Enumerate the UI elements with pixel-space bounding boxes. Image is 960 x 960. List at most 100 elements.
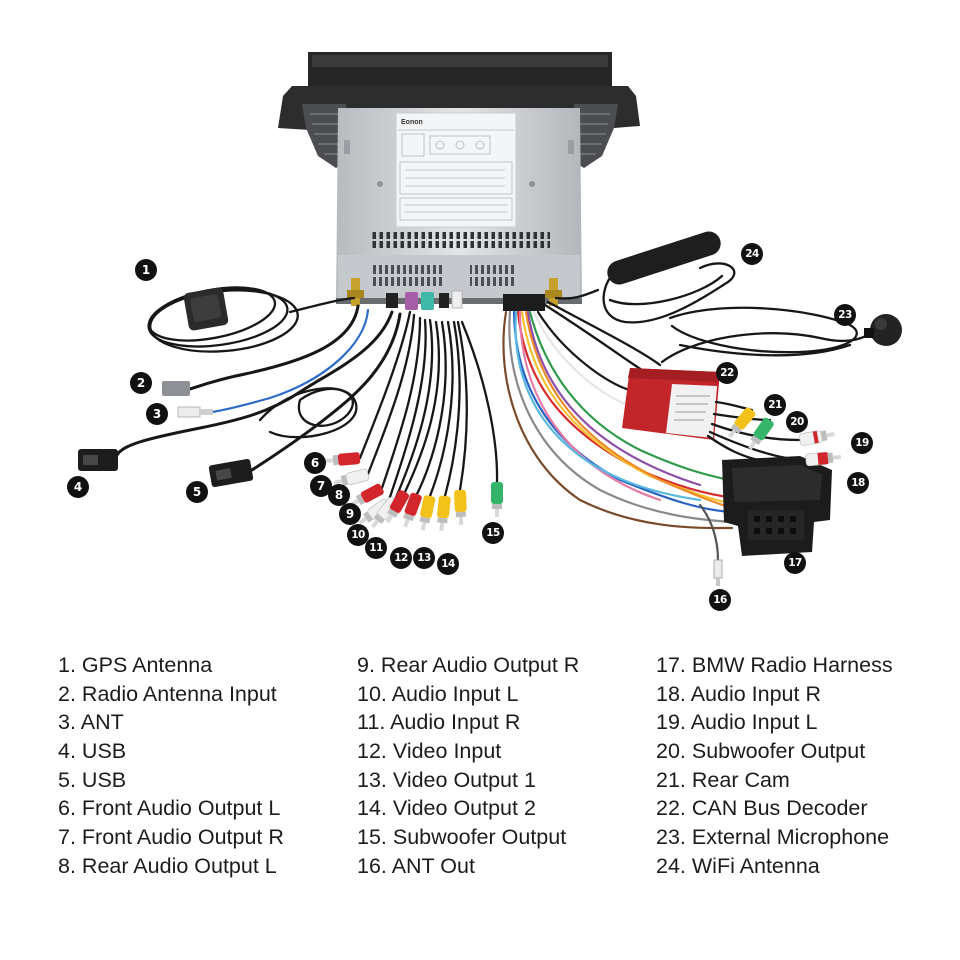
microphone-head [870,314,902,346]
screw [529,181,535,187]
can-bus-decoder [622,368,720,440]
rca-plugs [324,452,503,532]
callout-number: 1 [142,263,150,277]
legend-number: 17. [656,653,686,677]
legend-item: 23. External Microphone [656,823,893,852]
callout-23: 23 [834,304,856,326]
gps-puck-top [190,294,222,322]
right-mounting-bracket [574,104,618,168]
callout-15: 15 [482,522,504,544]
callout-11: 11 [365,537,387,559]
legend-label: WiFi Antenna [691,853,820,878]
panel-vents-left [370,264,444,288]
callout-number: 6 [311,456,319,470]
rca-cables [358,310,499,505]
callout-21: 21 [764,394,786,416]
vent-slots [372,232,550,248]
callout-22: 22 [716,362,738,384]
rca-plug-red [805,451,842,467]
teal-fakra-connector [421,292,434,310]
rca-plug-red [324,452,361,466]
callout-number: 14 [441,558,455,570]
callout-5: 5 [186,481,208,503]
legend-column-2: 9. Rear Audio Output R 10. Audio Input L… [357,651,579,881]
legend-label: USB [81,739,127,764]
rca-plug-yellow [437,495,451,532]
legend-label: Subwoofer Output [392,825,567,850]
legend-label: Radio Antenna Input [81,681,277,706]
legend-number: 19. [656,710,686,735]
legend-label: GPS Antenna [81,653,213,677]
legend-item: 20. Subwoofer Output [656,737,893,766]
callout-number: 18 [851,477,865,489]
usb-cable-5 [208,312,402,488]
callout-17: 17 [784,552,806,574]
radio-antenna-connector [162,381,190,396]
legend-label: Rear Audio Output L [81,853,277,878]
callout-number: 13 [417,552,431,564]
legend-item: 17. BMW Radio Harness [656,651,893,680]
legend-label: Audio Input R [690,681,821,706]
callout-1: 1 [135,259,157,281]
legend-item: 24. WiFi Antenna [656,852,893,881]
radio-harness-wires [502,303,740,562]
cable-loop [258,387,358,439]
callout-18: 18 [847,472,869,494]
legend-number: 12. [357,739,387,764]
rca-plug-green [748,417,774,450]
legend-label: Video Input [392,739,502,764]
callout-number: 17 [788,557,802,569]
legend-number: 22. [656,796,686,821]
callout-number: 23 [838,309,852,321]
callout-10: 10 [347,524,369,546]
legend-item: 1. GPS Antenna [58,651,284,680]
callout-8: 8 [328,484,350,506]
callout-number: 7 [317,479,325,493]
chassis-slot-left [344,140,350,154]
legend-label: Rear Cam [691,767,790,792]
white-connector [451,290,463,309]
head-unit-wiring-photo: Eonon [67,52,902,611]
legend-number: 15. [357,825,387,850]
rca-plug-white [333,468,370,486]
callout-number: 2 [137,376,145,390]
gold-antenna-connector-right [545,278,562,306]
connector-pins [754,516,796,534]
gps-antenna [147,286,356,353]
legend-number: 23. [656,825,686,850]
legend-number: 11. [357,710,386,735]
callouts: 1 2 3 4 5 6 7 8 9 10 11 12 13 14 15 16 1… [67,243,873,611]
legend-item: 13. Video Output 1 [357,766,579,795]
legend-label: External Microphone [691,825,890,850]
bmw-radio-harness-connector [722,456,832,556]
callout-2: 2 [130,372,152,394]
legend-column-1: 1. GPS Antenna 2. Radio Antenna Input 3.… [58,651,284,881]
usb-cable-4 [78,310,394,471]
callout-number: 11 [369,542,383,554]
rca-plug-yellow [419,495,436,531]
faceplate-highlight [312,55,608,67]
microphone-clip [864,328,874,338]
legend-item: 9. Rear Audio Output R [357,651,579,680]
legend-label: USB [81,767,127,792]
legend-item: 6. Front Audio Output L [58,794,284,823]
wifi-antenna-body [607,231,721,285]
callout-number: 21 [768,399,782,411]
callout-number: 5 [193,485,201,499]
callout-number: 16 [713,594,727,606]
legend-item: 19. Audio Input L [656,708,893,737]
legend-item: 11. Audio Input R [357,708,579,737]
legend-item: 16. ANT Out [357,852,579,881]
legend-label: Front Audio Output L [81,796,281,821]
callout-9: 9 [339,503,361,525]
legend-number: 24. [656,853,686,878]
callout-24: 24 [741,243,763,265]
ant-out-terminal [713,559,723,586]
callout-number: 12 [394,552,408,564]
legend-label: Subwoofer Output [691,739,866,764]
right-bracket-ribs [576,113,610,155]
brand-logo: Eonon [401,119,423,126]
callout-number: 15 [486,527,500,539]
rca-plug-white [799,430,835,446]
faceplate-lower [278,86,640,132]
